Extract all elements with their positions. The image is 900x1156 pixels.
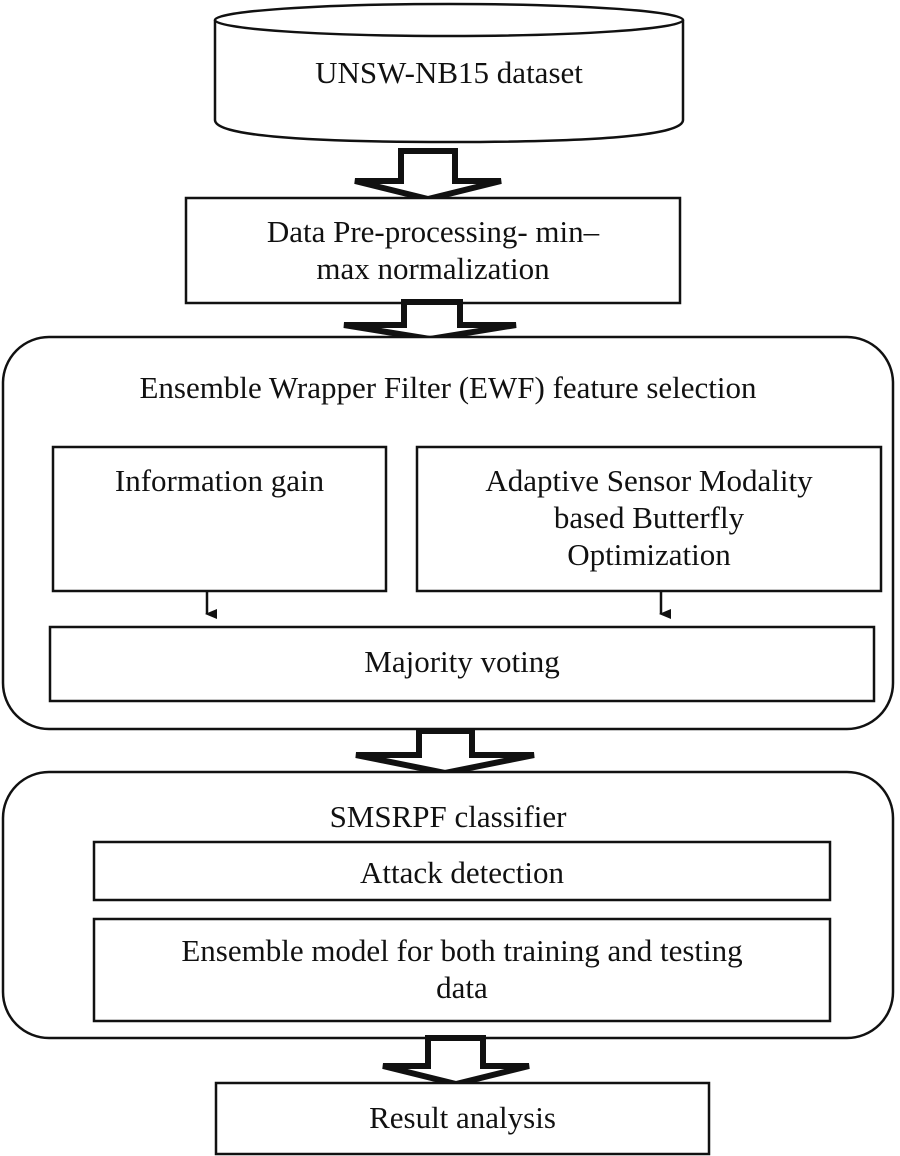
attack-detection-box [92,840,832,902]
block-arrow-preprocessing-to-ewf [343,299,517,343]
classifier-group-title: SMSRPF classifier [329,799,567,834]
preprocessing-label: Data Pre-processing- min– max normalizat… [266,214,600,286]
asmbo-box [415,445,883,593]
result-analysis-box [214,1081,711,1156]
result-analysis-label: Result analysis [369,1100,556,1135]
attack-detection-label: Attack detection [360,855,564,890]
ewf-group-title: Ensemble Wrapper Filter (EWF) feature se… [139,370,757,405]
information-gain-label: Information gain [114,463,325,498]
preprocessing-box [184,196,682,305]
ensemble-model-box [92,917,832,1023]
dataset-label: UNSW-NB15 dataset [315,55,583,90]
block-arrow-ewf-to-classifier [355,728,535,777]
block-arrow-dataset-to-preprocessing [354,148,502,203]
dataset-cylinder [213,2,685,144]
block-arrow-classifier-to-result [382,1035,530,1088]
asmbo-label: Adaptive Sensor Modality based Butterfly… [485,463,813,572]
ensemble-model-label: Ensemble model for both training and tes… [181,933,743,1005]
majority-voting-box [48,625,876,703]
information-gain-box [51,445,388,593]
majority-voting-label: Majority voting [364,644,560,679]
